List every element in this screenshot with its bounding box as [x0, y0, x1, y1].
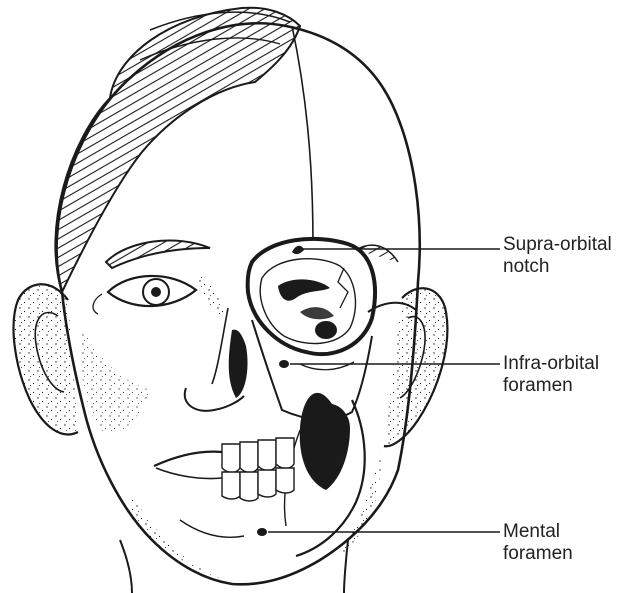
mental-foramen-marker — [257, 528, 267, 536]
infra-orbital-label-line1: Infra-orbital — [503, 353, 599, 375]
optic-canal — [315, 321, 337, 339]
mental-label-line2: foramen — [503, 543, 573, 565]
mental-label-line1: Mental — [503, 521, 573, 543]
eyebrow — [106, 240, 210, 268]
teeth — [222, 438, 294, 501]
mental-label: Mental foramen — [503, 521, 573, 565]
eye — [93, 276, 196, 314]
neck-left — [120, 540, 132, 593]
right-ear — [384, 288, 447, 446]
supra-orbital-label-line1: Supra-orbital — [503, 234, 612, 256]
supra-orbital-label-line2: notch — [503, 256, 612, 278]
infra-orbital-foramen-marker — [279, 360, 289, 368]
infra-orbital-label-line2: foramen — [503, 375, 599, 397]
nose — [185, 308, 248, 411]
cheek-shading — [80, 326, 150, 433]
supra-orbital-label: Supra-orbital notch — [503, 234, 612, 278]
left-ear — [14, 284, 78, 434]
infra-orbital-label: Infra-orbital foramen — [503, 353, 599, 397]
temple-shading — [196, 274, 226, 320]
